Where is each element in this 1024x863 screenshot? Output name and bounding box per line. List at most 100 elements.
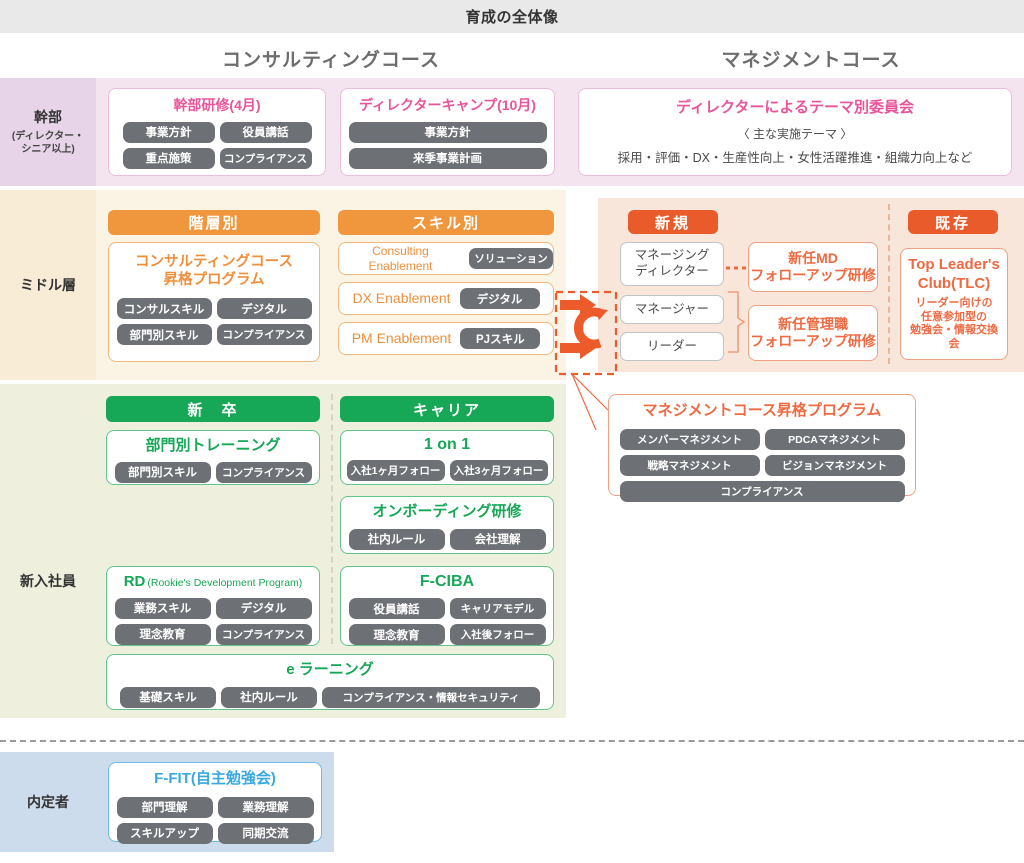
row-offer-holder: 内定者 F-FIT(自主勉強会) 部門理解 業務理解 スキルアップ 同期交流: [0, 752, 1024, 852]
card-title-line2: Club(TLC): [917, 275, 991, 292]
chip: コンプライアンス: [216, 324, 312, 346]
card-f-fit[interactable]: F-FIT(自主勉強会) 部門理解 業務理解 スキルアップ 同期交流: [108, 762, 322, 844]
chip: 事業方針: [348, 121, 547, 143]
card-sub-line2: 任意参加型の: [921, 310, 987, 323]
card-title-sub: (Rookie's Development Program): [147, 577, 303, 589]
chip: PJスキル: [460, 328, 541, 349]
chip: ビジョンマネジメント: [764, 454, 905, 476]
card-title-line2: 昇格プログラム: [163, 272, 265, 289]
chip: 業務理解: [217, 796, 314, 818]
chip: コンプライアンス: [619, 480, 905, 502]
chip: メンバーマネジメント: [619, 428, 760, 450]
chip: 社内ルール: [221, 686, 317, 708]
card-management-promotion-program[interactable]: マネジメントコース昇格プログラム メンバーマネジメント PDCAマネジメント 戦…: [608, 394, 916, 502]
row-label-newhire: 新入社員: [0, 384, 96, 718]
divider-new-existing: [888, 204, 890, 364]
row-label-offer: 内定者: [0, 752, 96, 852]
card-title: ディレクターキャンプ(10月): [359, 97, 536, 113]
middle-card-pm-enablement[interactable]: PM Enablement PJスキル: [338, 322, 554, 355]
card-title-line2: フォローアップ研修: [750, 333, 876, 349]
card-title-line2: フォローアップ研修: [750, 267, 876, 283]
chip: 事業方針: [122, 121, 215, 143]
row-label-middle-text: ミドル層: [20, 276, 76, 293]
card-title: e ラーニング: [286, 661, 374, 678]
card-department-training[interactable]: 部門別トレーニング 部門別スキル コンプライアンス: [106, 430, 320, 485]
chip: コンプライアンス: [215, 461, 312, 483]
card-title: ディレクターによるテーマ別委員会: [676, 99, 914, 116]
chip: ソリューション: [469, 248, 553, 269]
card-title: F-FIT(自主勉強会): [154, 770, 276, 787]
chip: 社内ルール: [348, 528, 445, 550]
card-title: オンボーディング研修: [372, 503, 522, 520]
role-managing-director[interactable]: マネージング ディレクター: [620, 242, 724, 286]
exec-card-director-camp[interactable]: ディレクターキャンプ(10月) 事業方針 来季事業計画: [340, 88, 555, 176]
card-title-line1: Top Leader's: [908, 256, 1000, 274]
role-manager[interactable]: マネージャー: [620, 295, 724, 324]
card-title-line1: コンサルティングコース: [135, 254, 293, 270]
chip: PDCAマネジメント: [764, 428, 905, 450]
role-line: マネージング: [634, 248, 710, 263]
card-rd-program[interactable]: RD (Rookie's Development Program) 業務スキル …: [106, 566, 320, 646]
exec-card-kanbu-kenshu[interactable]: 幹部研修(4月) 事業方針 役員講話 重点施策 コンプライアンス: [108, 88, 326, 176]
chip: コンプライアンス: [219, 147, 312, 169]
row-label-executive: 幹部 (ディレクター・ シニア以上): [0, 78, 96, 186]
role-line: ディレクター: [635, 264, 709, 278]
middle-card-consulting-promotion[interactable]: コンサルティングコース 昇格プログラム コンサルスキル デジタル 部門別スキル …: [108, 242, 320, 362]
chip: 役員講話: [219, 121, 312, 143]
pill-new-graduate[interactable]: 新 卒: [106, 396, 320, 422]
chip: 部門理解: [116, 796, 213, 818]
card-title-line1: 新任MD: [788, 249, 838, 266]
row-middle: ミドル層 階層別 スキル別 コンサルティングコース 昇格プログラム コンサルスキ…: [0, 190, 1024, 380]
row-label-executive-sub1: (ディレクター・: [11, 130, 85, 142]
middle-card-dx-enablement[interactable]: DX Enablement デジタル: [338, 282, 554, 315]
row-newhire: 新入社員 新 卒 キャリア 部門別トレーニング 部門別スキル コンプライアンス …: [0, 384, 1024, 718]
exec-card-theme-committee[interactable]: ディレクターによるテーマ別委員会 〈 主な実施テーマ 〉 採用・評価・DX・生産…: [578, 88, 1012, 176]
card-top-leaders-club[interactable]: Top Leader's Club(TLC) リーダー向けの 任意参加型の 勉強…: [900, 248, 1008, 360]
chip: スキルアップ: [116, 822, 213, 844]
chip: コンプライアンス: [215, 623, 312, 645]
row-label-newhire-text: 新入社員: [20, 572, 76, 589]
chip: 同期交流: [217, 822, 314, 844]
chip: 部門別スキル: [116, 324, 212, 346]
card-one-on-one[interactable]: 1 on 1 入社1ヶ月フォロー 入社3ヶ月フォロー: [340, 430, 554, 485]
card-title: Consulting Enablement: [368, 243, 433, 273]
card-onboarding-training[interactable]: オンボーディング研修 社内ルール 会社理解: [340, 496, 554, 554]
page-title: 育成の全体像: [0, 0, 1024, 33]
card-title: 幹部研修(4月): [173, 97, 261, 113]
divider-graduate-career: [331, 394, 333, 644]
role-leader[interactable]: リーダー: [620, 332, 724, 361]
card-elearning[interactable]: e ラーニング 基礎スキル 社内ルール コンプライアンス・情報セキュリティ: [106, 654, 554, 710]
course-header-management: マネジメントコース: [721, 49, 901, 71]
pill-existing[interactable]: 既存: [908, 210, 998, 234]
chip: コンプライアンス・情報セキュリティ: [322, 686, 540, 708]
chip: 理念教育: [114, 623, 211, 645]
card-new-manager-followup[interactable]: 新任管理職 フォローアップ研修: [748, 305, 878, 361]
chip: 役員講話: [348, 598, 445, 619]
pill-career[interactable]: キャリア: [340, 396, 554, 422]
row-label-offer-text: 内定者: [27, 793, 69, 810]
chip: 入社1ヶ月フォロー: [346, 460, 445, 481]
card-f-ciba[interactable]: F-CIBA 役員講話 キャリアモデル 理念教育 入社後フォロー: [340, 566, 554, 646]
pill-new[interactable]: 新規: [628, 210, 718, 234]
card-title: PM Enablement: [351, 329, 452, 346]
card-title-line1: 新任管理職: [778, 315, 848, 332]
pill-skill[interactable]: スキル別: [338, 210, 554, 235]
card-new-md-followup[interactable]: 新任MD フォローアップ研修: [748, 242, 878, 292]
chip: 重点施策: [122, 147, 215, 169]
chip: 業務スキル: [114, 597, 211, 619]
chip: デジタル: [459, 288, 540, 309]
pill-hierarchy[interactable]: 階層別: [108, 210, 320, 235]
card-title: マネジメントコース昇格プログラム: [642, 402, 882, 419]
card-sub-line1: リーダー向けの: [915, 296, 993, 309]
card-title: F-CIBA: [419, 573, 475, 590]
card-subtitle: 〈 主な実施テーマ 〉: [737, 126, 853, 141]
chip: 入社後フォロー: [449, 624, 546, 645]
row-label-executive-sub2: シニア以上): [21, 143, 75, 155]
chip: 来季事業計画: [348, 147, 547, 169]
middle-card-consulting-enablement[interactable]: Consulting Enablement ソリューション: [338, 242, 554, 275]
card-title: DX Enablement: [352, 289, 451, 306]
course-header-consulting: コンサルティングコース: [222, 49, 440, 71]
chip: デジタル: [216, 298, 312, 320]
card-sub-line3: 勉強会・情報交換会: [910, 324, 998, 350]
